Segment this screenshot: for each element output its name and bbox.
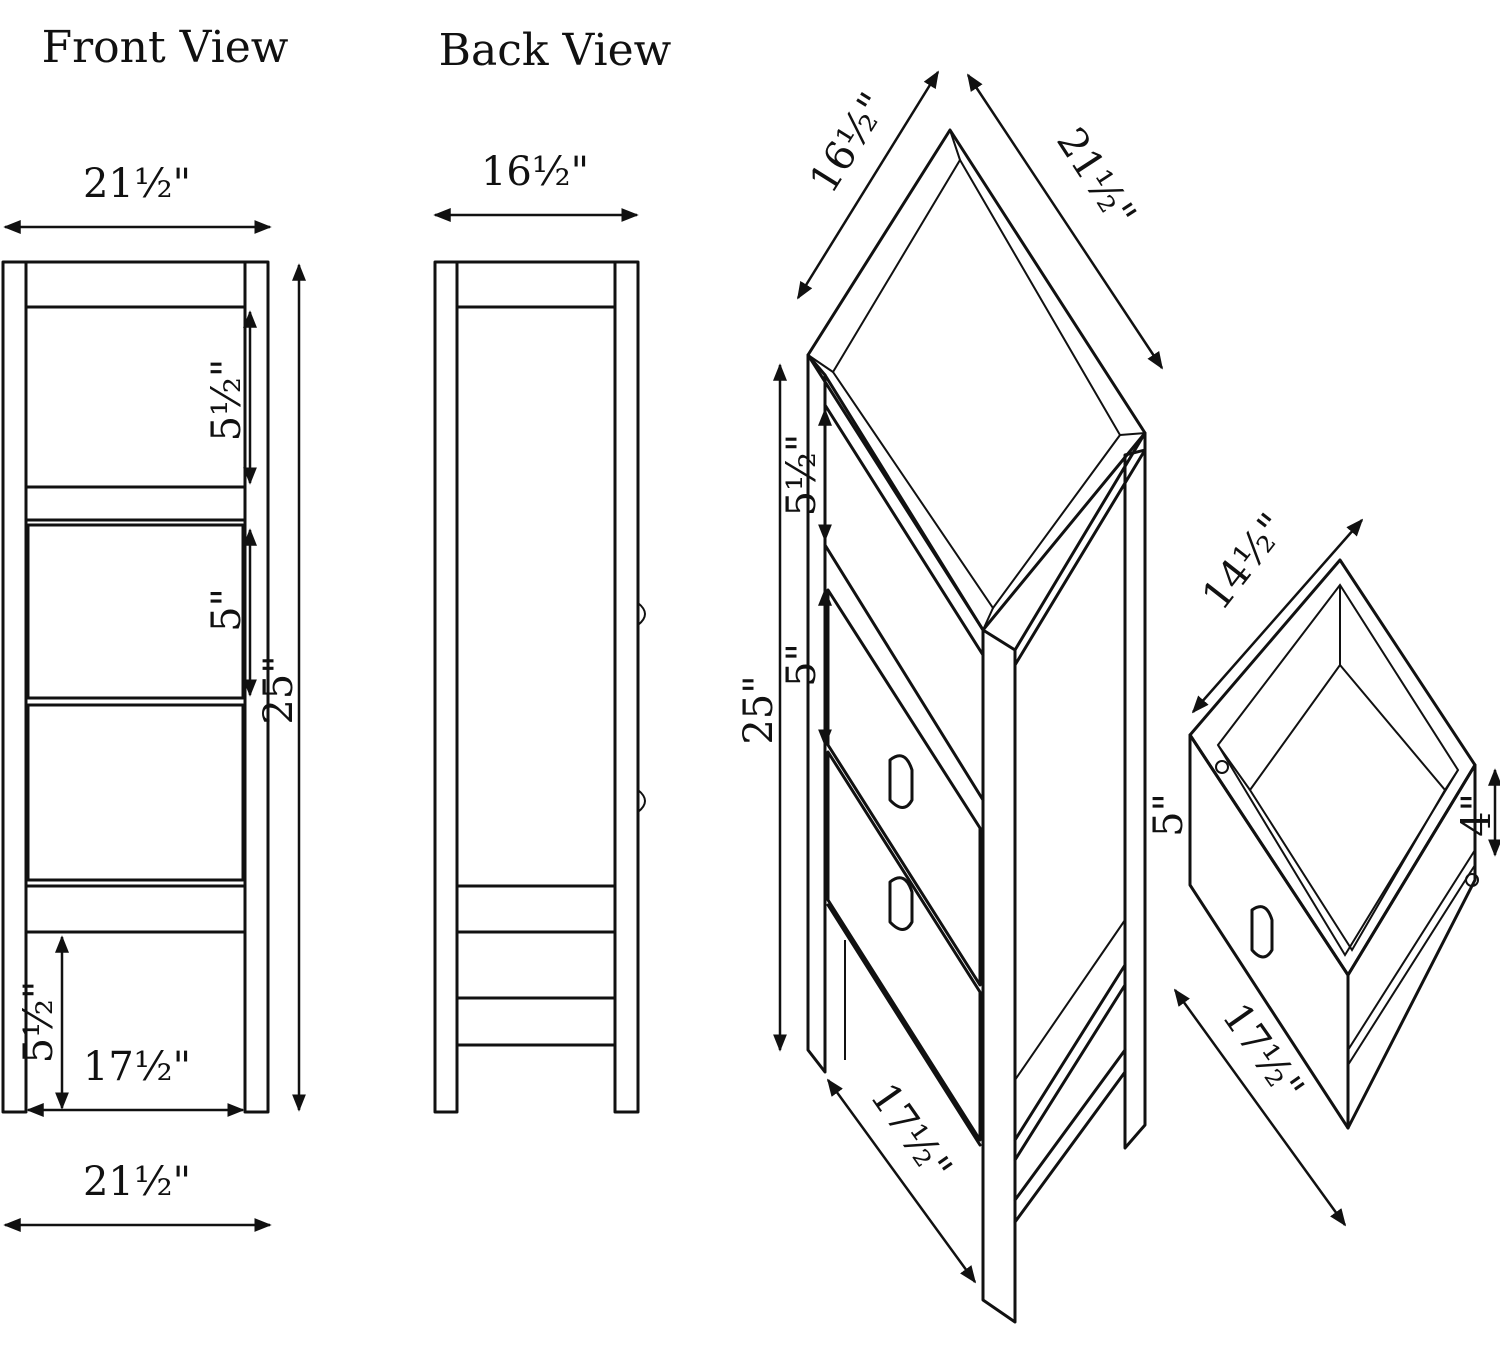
front-left-leg	[1, 260, 28, 1114]
iso-back-right-leg	[1123, 448, 1147, 1150]
front-height-label: 25"	[256, 655, 302, 724]
back-view: Back View 16½"	[433, 25, 672, 1114]
iso-drawer-height-label: 5"	[779, 643, 825, 687]
back-right-leg	[613, 260, 640, 1114]
isometric-drawer: 14½" 5" 4" 17½"	[1146, 505, 1500, 1227]
front-view-title: Front View	[42, 22, 289, 73]
drawer-inner-bottom	[1248, 663, 1447, 952]
back-width-label: 16½"	[481, 149, 589, 195]
iso-height-label: 25"	[736, 675, 782, 744]
back-handle-bottom	[637, 789, 646, 813]
iso-inner-width-line	[826, 1078, 977, 1284]
drawer-depth-label: 14½"	[1193, 505, 1296, 618]
front-inner-width-label: 17½"	[83, 1044, 191, 1090]
front-drawer-height-label: 5"	[204, 588, 250, 632]
iso-front-left-leg	[806, 353, 827, 1074]
front-bottom-gap-label: 5½"	[16, 981, 62, 1064]
iso-width-line	[966, 73, 1164, 370]
drawer-depth-line	[1191, 518, 1364, 714]
drawer-width-line	[1173, 988, 1347, 1227]
iso-top-inner	[831, 158, 1122, 610]
iso-drawer-bottom	[826, 750, 982, 1142]
drawer-handle	[1250, 905, 1274, 959]
isometric-cabinet: 16½" 21½" 25" 5½" 5" 17½"	[736, 70, 1164, 1324]
iso-handle-top	[888, 754, 914, 809]
iso-depth-line	[796, 70, 940, 300]
back-view-title: Back View	[439, 25, 672, 76]
front-top-gap-label: 5½"	[204, 359, 250, 442]
drawer-inner-height-label: 4"	[1454, 793, 1500, 837]
iso-top-gap-label: 5½"	[779, 434, 825, 517]
front-top-width-label: 21½"	[83, 161, 191, 207]
back-left-leg	[433, 260, 459, 1114]
front-bottom-width-label: 21½"	[83, 1159, 191, 1205]
iso-depth-label: 16½"	[801, 85, 897, 201]
iso-front-right-leg	[981, 628, 1017, 1324]
back-handle-top	[637, 602, 646, 626]
drawer-height-label: 5"	[1146, 793, 1192, 837]
front-drawer-bottom	[26, 703, 245, 882]
front-view: Front View 21½" 5½" 5" 5½" 25" 17½" 21½"	[1, 22, 306, 1232]
iso-handle-bottom	[888, 876, 914, 931]
